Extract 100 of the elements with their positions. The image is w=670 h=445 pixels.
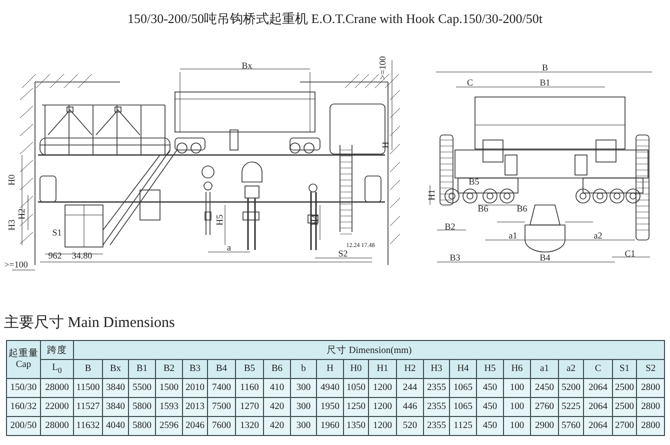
header-cell: B6 [264, 360, 290, 378]
dimension-label: B [542, 64, 548, 72]
data-cell: 4040 [102, 416, 128, 436]
dimension-label: >=100 [378, 56, 388, 80]
header-cell: H1 [368, 360, 396, 378]
data-cell: 1065 [450, 398, 476, 416]
data-cell: 450 [476, 378, 504, 398]
data-cell: 1500 [156, 378, 182, 398]
header-cell: b [290, 360, 316, 378]
data-cell: 11500 [74, 378, 102, 398]
data-cell: 2064 [584, 398, 612, 416]
data-cell: 100 [504, 378, 530, 398]
data-cell: 2500 [612, 398, 636, 416]
dimension-label: H3 [8, 220, 16, 230]
data-cell: 2355 [424, 398, 450, 416]
data-cell: 450 [476, 398, 504, 416]
header-cell: S2 [636, 360, 665, 378]
data-cell: 1160 [236, 378, 264, 398]
header-cell: 起重量 Cap [6, 340, 40, 378]
data-cell: 5225 [558, 398, 584, 416]
data-cell: 1065 [450, 378, 476, 398]
dimension-label: H [382, 142, 390, 148]
data-cell: 5800 [128, 416, 156, 436]
dimension-label: B1 [540, 78, 550, 88]
data-cell: 160/32 [6, 398, 40, 416]
data-cell: 520 [396, 416, 424, 436]
dimension-label: C [467, 78, 473, 88]
dimension-label: B6 [516, 204, 528, 214]
data-cell: 420 [264, 398, 290, 416]
data-cell: 1250 [344, 398, 368, 416]
data-cell: 1350 [344, 416, 368, 436]
data-cell: 1320 [236, 416, 264, 436]
data-cell: 2800 [636, 378, 665, 398]
data-cell: 5200 [558, 378, 584, 398]
dimension-label: Bx [242, 62, 252, 70]
header-cell: H6 [504, 360, 530, 378]
header-cell: H [316, 360, 344, 378]
data-cell: 1200 [368, 416, 396, 436]
data-cell: 100 [504, 398, 530, 416]
data-cell: 3840 [102, 398, 128, 416]
data-cell: 2064 [584, 378, 612, 398]
header-cell: L$_{0}$ [40, 360, 74, 378]
dimension-label: S1 [52, 228, 62, 238]
header-cell: C [584, 360, 612, 378]
header-cell: S1 [612, 360, 636, 378]
data-cell: 5500 [128, 378, 156, 398]
data-cell: 200/50 [6, 416, 40, 436]
data-cell: 300 [290, 416, 316, 436]
title: 150/30-200/50吨吊钩桥式起重机 E.O.T.Crane with Hook Cap.150/30-200/50t [126, 10, 544, 28]
data-cell: 2064 [584, 416, 612, 436]
data-cell: 1125 [450, 416, 476, 436]
dimension-label: 962 [48, 252, 62, 260]
data-cell: 1593 [156, 398, 182, 416]
dimension-label: H2 [18, 208, 26, 220]
data-cell: 410 [264, 378, 290, 398]
data-cell: 446 [396, 398, 424, 416]
header-cell: H5 [476, 360, 504, 378]
data-cell: 7600 [208, 416, 236, 436]
data-cell: 150/30 [6, 378, 40, 398]
data-cell: 1950 [316, 398, 344, 416]
header-cell: B2 [156, 360, 182, 378]
dimension-label: 34.80 [72, 252, 92, 260]
header-cell: a2 [558, 360, 584, 378]
section-heading: 主要尺寸 Main Dimensions [4, 316, 175, 331]
data-cell: 2760 [530, 398, 558, 416]
data-cell: 300 [290, 398, 316, 416]
data-cell: 1200 [368, 398, 396, 416]
header-cell: a1 [530, 360, 558, 378]
data-cell: 1960 [316, 416, 344, 436]
data-cell: 2010 [182, 378, 208, 398]
data-cell: 300 [290, 378, 316, 398]
data-cell: 7400 [208, 378, 236, 398]
data-cell: 11632 [74, 416, 102, 436]
header-cell: B4 [208, 360, 236, 378]
data-cell: 2450 [530, 378, 558, 398]
data-cell: 11527 [74, 398, 102, 416]
data-cell: 28000 [40, 378, 74, 398]
header-cell: H4 [450, 360, 476, 378]
data-cell: 244 [396, 378, 424, 398]
data-cell: 3840 [102, 378, 128, 398]
data-cell: 100 [504, 416, 530, 436]
header-cell: 跨度 [40, 340, 74, 360]
dimension-label: B3 [450, 254, 460, 262]
header-cell: H0 [344, 360, 368, 378]
header-cell: B [74, 360, 102, 378]
data-cell: 4940 [316, 378, 344, 398]
data-cell: 450 [476, 416, 504, 436]
dimension-label: a2 [594, 232, 602, 240]
dimension-label: >=100 [4, 260, 28, 270]
data-cell: 1050 [344, 378, 368, 398]
data-cell: 2355 [424, 378, 450, 398]
data-cell: 1270 [236, 398, 264, 416]
data-cell: 1200 [368, 378, 396, 398]
data-cell: 2700 [612, 416, 636, 436]
dimension-label: a [227, 244, 231, 252]
header-cell: Bx [102, 360, 128, 378]
data-cell: 5800 [128, 398, 156, 416]
data-cell: 2500 [612, 378, 636, 398]
data-cell: 2046 [182, 416, 208, 436]
data-cell: 420 [264, 416, 290, 436]
